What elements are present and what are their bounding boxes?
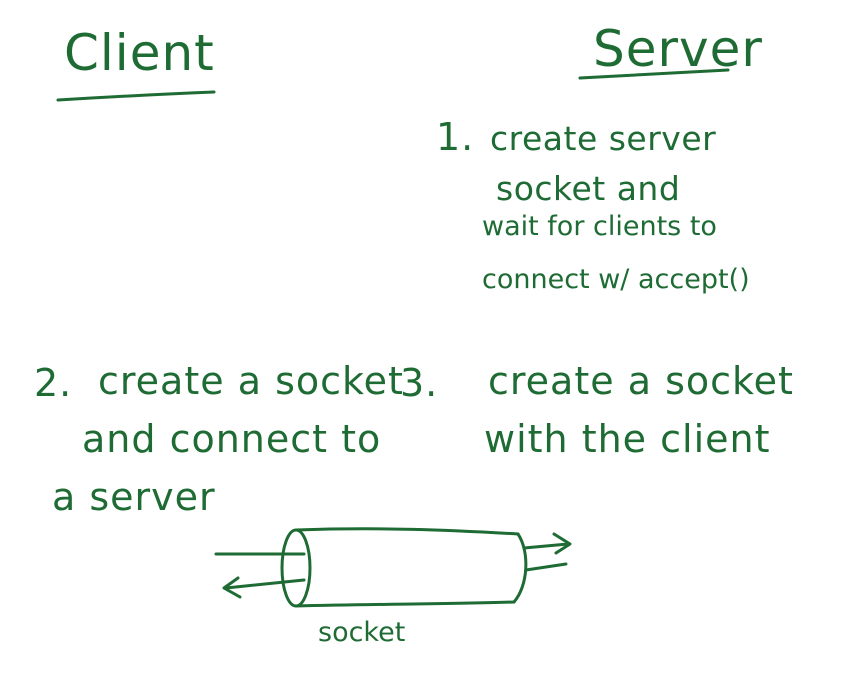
socket-pipe-diagram	[214, 527, 572, 608]
socket-pipe-right-end	[512, 532, 528, 604]
arrow-out-right-head	[552, 532, 572, 555]
server-heading-underline	[578, 68, 730, 80]
step2-number: 2.	[34, 361, 73, 405]
step1-line-4: connect w/ accept()	[482, 264, 750, 295]
step1-line-1: create server	[490, 119, 717, 158]
client-heading: Client	[64, 24, 215, 82]
step1-line-2: socket and	[496, 169, 681, 208]
server-heading: Server	[593, 20, 763, 78]
step3-line-2: with the client	[484, 417, 771, 461]
socket-pipe-bottom-edge	[294, 600, 516, 608]
step1-number: 1.	[436, 115, 475, 159]
socket-pipe-left-end	[280, 528, 312, 608]
arrow-out-right-shaft	[522, 542, 570, 550]
step2-line-2: and connect to	[82, 417, 382, 461]
arrow-out-left-head	[222, 576, 242, 599]
arrow-out-left-shaft	[224, 578, 306, 590]
step1-line-3: wait for clients to	[482, 211, 717, 242]
client-heading-underline	[56, 90, 216, 102]
step3-number: 3.	[400, 361, 439, 405]
step3-line-1: create a socket	[488, 359, 794, 403]
step2-line-3: a server	[52, 475, 216, 519]
step2-line-1: create a socket	[98, 359, 404, 403]
socket-label: socket	[318, 617, 406, 648]
arrow-in-right-shaft	[524, 562, 568, 572]
socket-pipe-top-edge	[294, 527, 520, 536]
